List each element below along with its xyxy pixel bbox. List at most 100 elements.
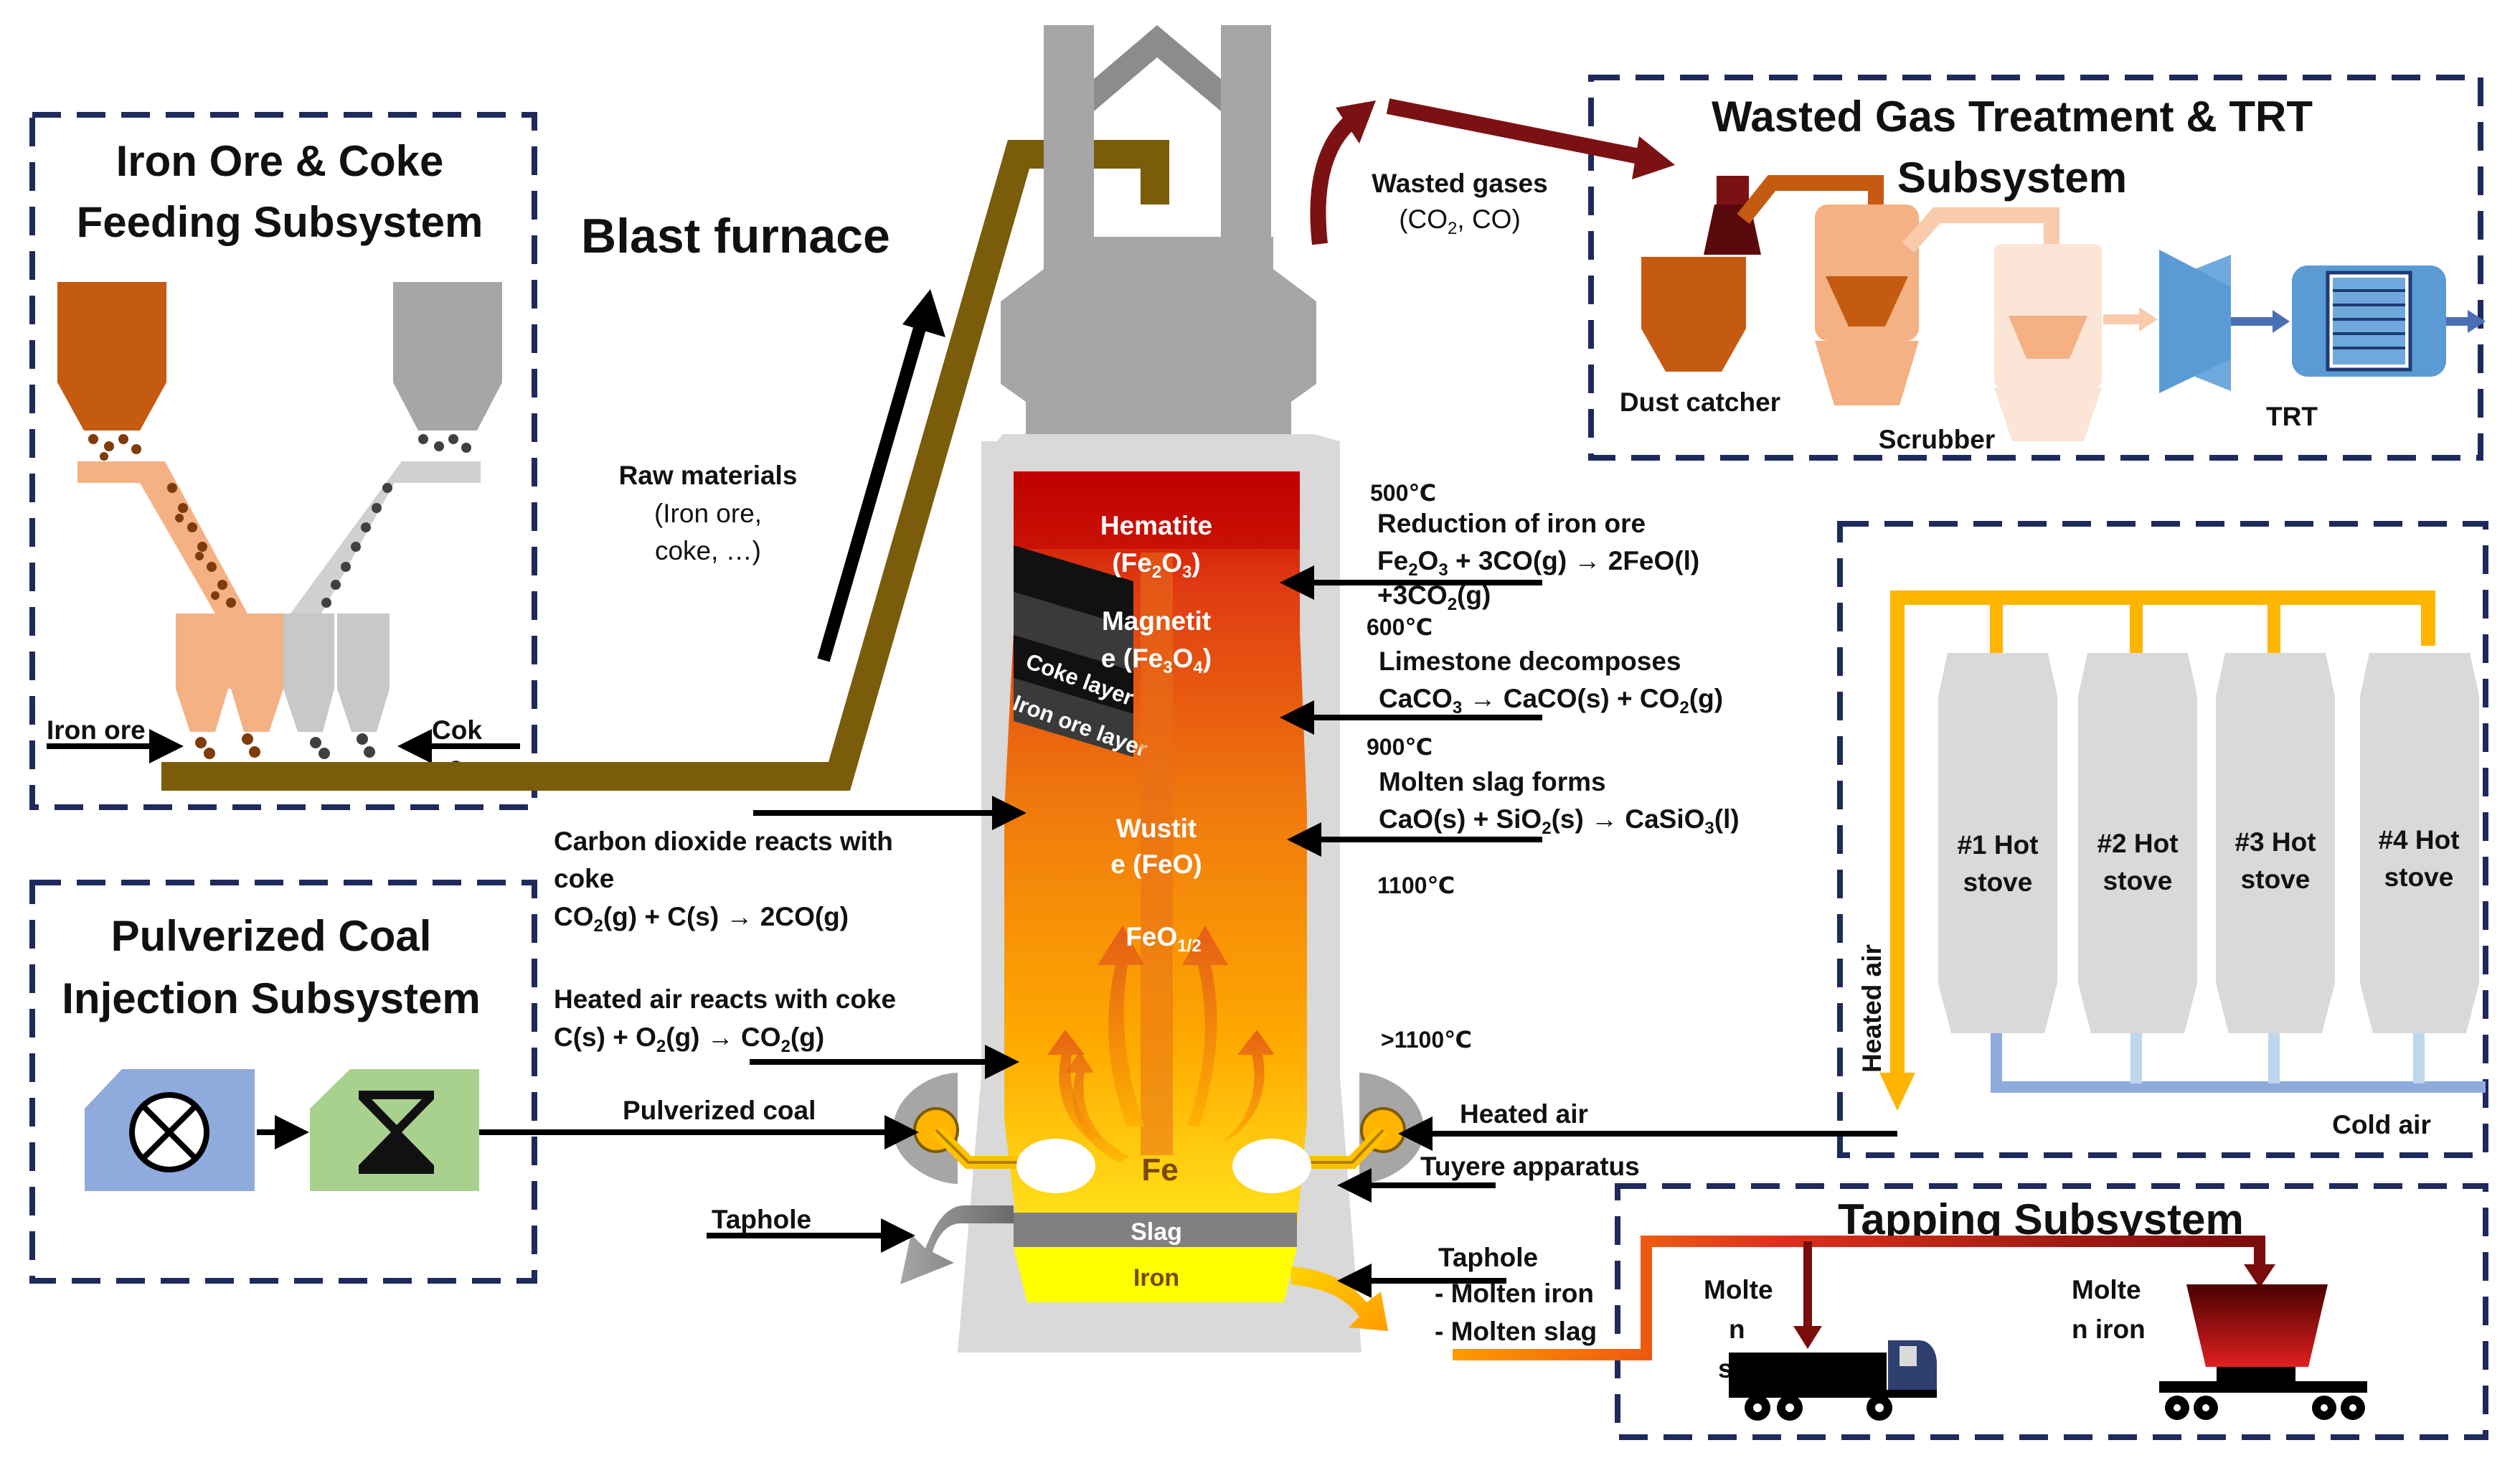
wasted-gas-arrow-right (1386, 98, 1641, 164)
hot-stove-2 (2078, 653, 2197, 1033)
wasted-gases-label-2: (CO2, CO) (1399, 204, 1521, 238)
hematite-label: Hematite (1100, 511, 1212, 540)
wasted-gas-arrowhead-right (1632, 136, 1675, 179)
coke-bin (283, 613, 390, 732)
feeding-title-1: Iron Ore & Coke (116, 137, 444, 185)
coke-label-1: Cok (432, 715, 482, 745)
runner-to-car-arrowhead (2244, 1264, 2275, 1288)
raw-materials-label-1: Raw materials (619, 461, 798, 490)
torpedo-car (2159, 1284, 2367, 1420)
temp-500: 500℃ (1370, 480, 1436, 506)
tuyere-label: Tuyere apparatus (1420, 1152, 1640, 1181)
reduction-equation: Fe2O3 + 3CO(g) → 2FeO(l) (1377, 546, 1699, 580)
stove-2-label-2: stove (2103, 866, 2173, 895)
magnetite-label-2: e (Fe3O4) (1101, 644, 1212, 677)
scrubber-label: Scrubber (1879, 425, 1995, 454)
slag-equation: CaO(s) + SiO2(s) → CaSiO3(l) (1379, 804, 1740, 838)
stove-2-label-1: #2 Hot (2097, 829, 2178, 858)
stove-1-label-2: stove (1963, 867, 2033, 897)
tapping-subsystem-box (1615, 1183, 2488, 1440)
temp-900: 900℃ (1367, 734, 1433, 760)
coke-chute (291, 461, 481, 613)
pulverized-coal-label: Pulverized coal (623, 1096, 816, 1125)
cold-air-header (1991, 1026, 2486, 1093)
slag-title: Molten slag forms (1379, 767, 1606, 796)
magnetite-label-1: Magnetit (1102, 606, 1211, 636)
trt-label: TRT (2266, 402, 2318, 431)
heated-air-label: Heated air (1460, 1099, 1588, 1129)
central-column (1141, 552, 1173, 1155)
coke-hopper (393, 282, 502, 431)
co2-equation: CO2(g) + C(s) → 2CO(g) (554, 902, 849, 936)
slag-layer (1014, 1213, 1297, 1247)
stove-3-label-2: stove (2241, 865, 2311, 894)
stove-risers (1990, 598, 2280, 654)
tank-to-trt-arrowhead (2139, 307, 2158, 331)
car-label-2: n iron (2072, 1314, 2146, 1344)
air-title: Heated air reacts with coke (554, 984, 896, 1014)
iron-out-flow (1291, 1266, 1388, 1331)
gas-title-2: Subsystem (1897, 154, 2127, 202)
coke-layer-band-4 (1014, 678, 1133, 757)
turbine-body (2159, 250, 2231, 393)
molten-iron-label: - Molten iron (1435, 1279, 1594, 1308)
furnace-head (1001, 237, 1316, 434)
coal-title-2: Injection Subsystem (62, 974, 480, 1022)
turbine-to-generator-arrowhead (2273, 310, 2290, 333)
ore-bin (176, 613, 283, 732)
coal-subsystem-box (29, 880, 537, 1284)
coal-injector-unit (310, 1069, 479, 1191)
feo-half-label: FeO1/2 (1125, 922, 1201, 956)
co2-title-2: coke (554, 864, 614, 893)
ore-particles (88, 434, 260, 759)
limestone-equation: CaCO3 → CaCO(s) + CO2(g) (1379, 684, 1723, 718)
scrubber-to-tank-pipe (1902, 207, 2059, 253)
stove-subsystem-box (1837, 521, 2488, 1158)
molten-slag-label: - Molten slag (1435, 1317, 1597, 1346)
runner-to-truck-arrowhead (1793, 1326, 1822, 1349)
heated-air-header (1890, 591, 2435, 1089)
cold-air-label: Cold air (2332, 1110, 2431, 1139)
furnace-top-pipes (1044, 25, 1271, 248)
gas-tank (1994, 244, 2102, 441)
feeding-subsystem-box (29, 112, 537, 810)
coke-layer-band-2 (1014, 592, 1133, 671)
ore-chute (77, 461, 247, 613)
reduction-equation-2: +3CO2(g) (1377, 580, 1491, 614)
coke-particles (310, 434, 471, 759)
dust-catcher-label: Dust catcher (1620, 387, 1780, 417)
taphole-right-label: Taphole (1438, 1243, 1538, 1272)
temp-1100: 1100℃ (1377, 873, 1455, 898)
tapping-title: Tapping Subsystem (1838, 1195, 2244, 1243)
iron-label: Iron (1133, 1264, 1179, 1292)
slag-label: Slag (1131, 1218, 1182, 1246)
raw-materials-arrowhead (902, 289, 945, 337)
truck-label-1: Molte (1704, 1275, 1773, 1304)
wasted-gas-arrowhead-up (1336, 100, 1376, 144)
iron-layer (1014, 1247, 1297, 1302)
hematite-formula: (Fe2O3) (1112, 548, 1200, 582)
heated-air-vertical-label: Heated air (1857, 944, 1887, 1073)
stove-3-label-1: #3 Hot (2235, 827, 2316, 857)
fe-label: Fe (1141, 1152, 1178, 1187)
generator (2292, 265, 2446, 377)
gas-title-1: Wasted Gas Treatment & TRT (1712, 93, 2313, 141)
reduction-title: Reduction of iron ore (1377, 509, 1646, 538)
temp-1100-plus: >1100℃ (1381, 1027, 1472, 1053)
air-equation: C(s) + O2(g) → CO2(g) (554, 1022, 824, 1056)
hot-stove-3 (2216, 653, 2335, 1033)
coke-layer-band-3 (1014, 635, 1133, 714)
slag-out-flow (900, 1205, 1014, 1284)
generator-out-arrowhead (2468, 310, 2486, 333)
iron-ore-label: Iron ore (47, 715, 146, 745)
hematite-zone (1014, 471, 1300, 549)
taphole-left-label: Taphole (712, 1205, 811, 1234)
raw-materials-label-3: coke, …) (655, 536, 761, 565)
hourglass-icon (359, 1091, 434, 1174)
coal-title-1: Pulverized Coal (111, 912, 432, 960)
tuyere-left (893, 1073, 1095, 1193)
ore-hopper (57, 282, 166, 431)
truck-label-2: n (1729, 1314, 1745, 1344)
raw-materials-label-2: (Iron ore, (654, 499, 762, 528)
